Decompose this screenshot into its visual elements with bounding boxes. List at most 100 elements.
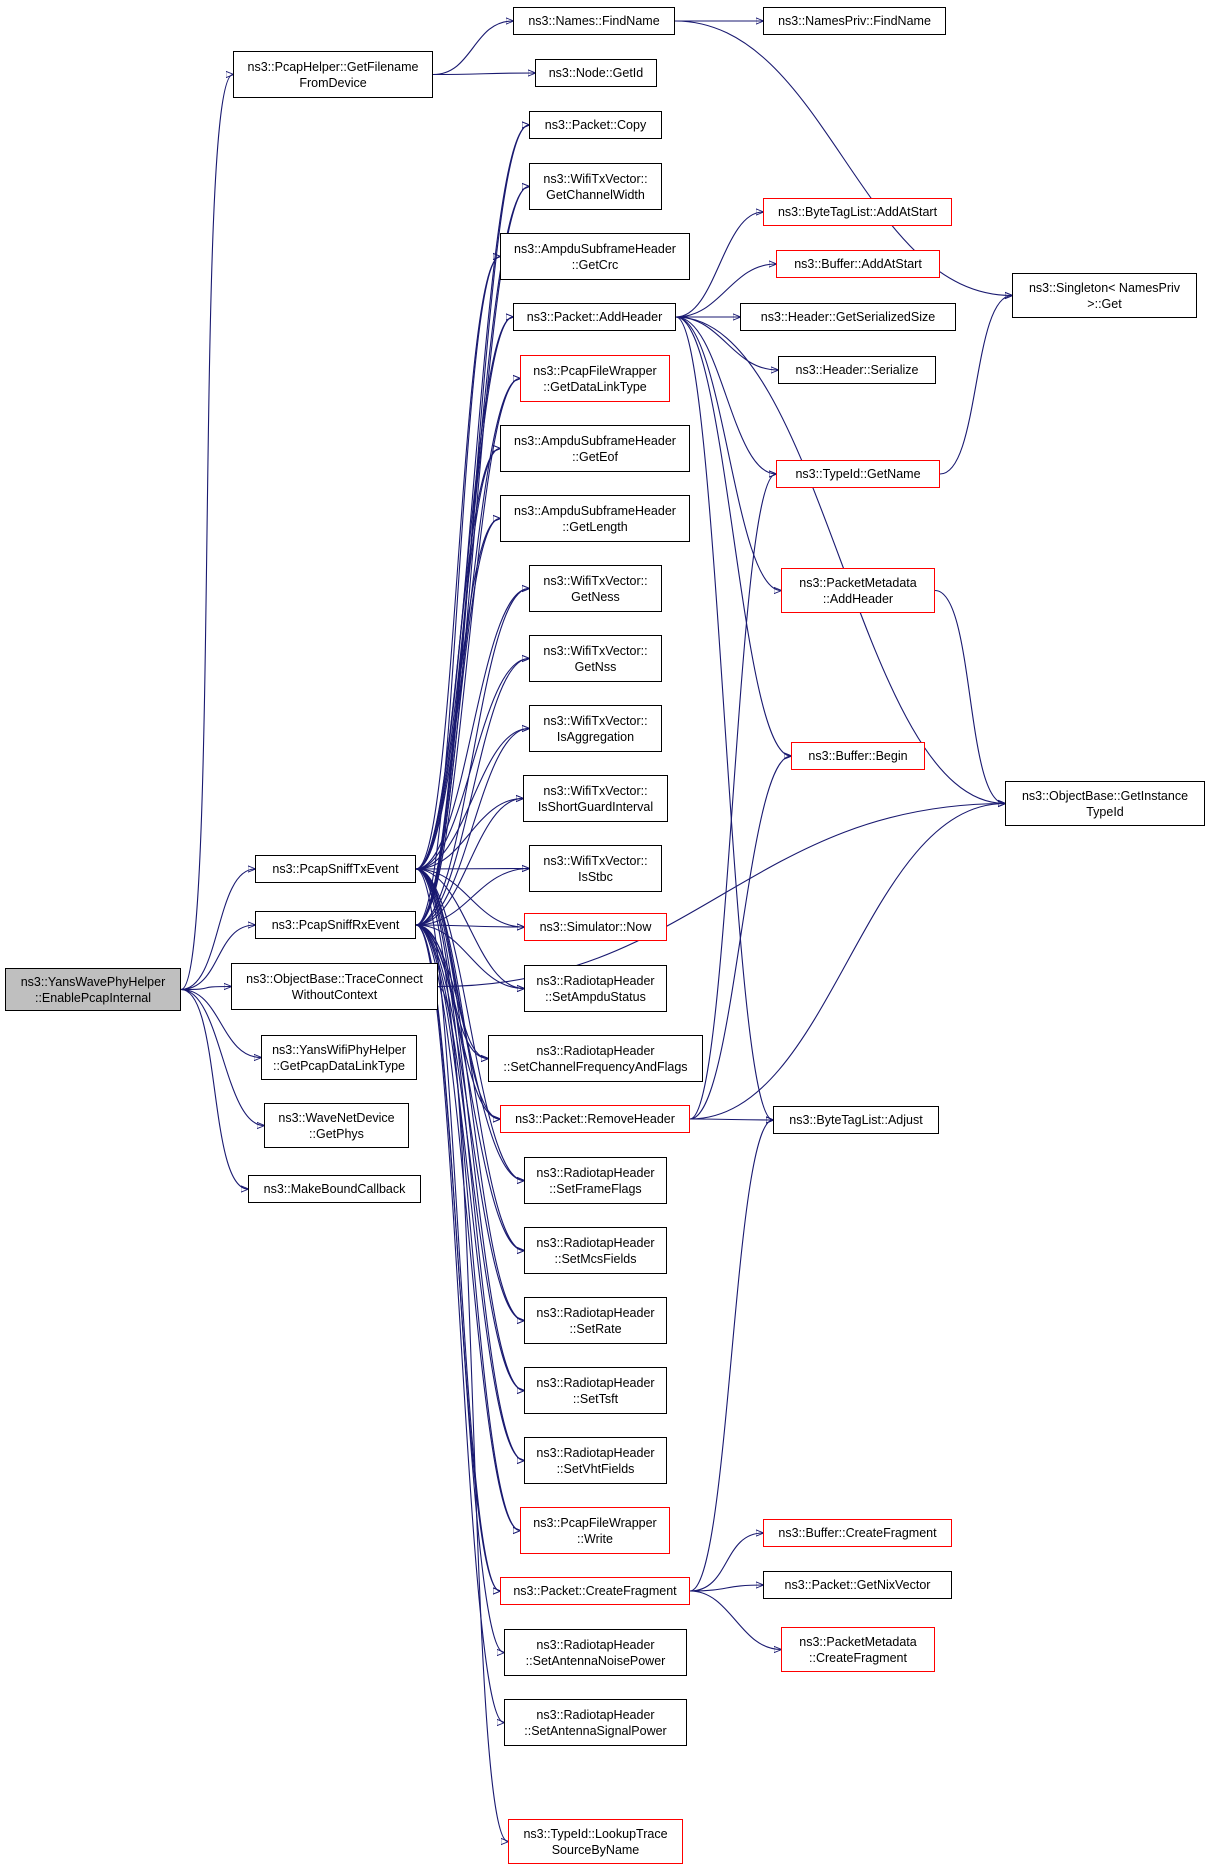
node-get-eof[interactable]: ns3::AmpduSubframeHeader::GetEof [500,425,690,472]
node-is-short-guard[interactable]: ns3::WifiTxVector::IsShortGuardInterval [523,775,668,822]
node-label: ns3::AmpduSubframeHeader [514,503,676,518]
node-add-header[interactable]: ns3::Packet::AddHeader [513,303,676,331]
node-metadata-add-header[interactable]: ns3::PacketMetadata::AddHeader [781,568,935,613]
node-get-length[interactable]: ns3::AmpduSubframeHeader::GetLength [500,495,690,542]
node-get-nss[interactable]: ns3::WifiTxVector::GetNss [529,635,662,682]
node-names-find-name[interactable]: ns3::Names::FindName [513,7,675,35]
node-set-antenna-signal[interactable]: ns3::RadiotapHeader::SetAntennaSignalPow… [504,1699,687,1746]
edge-remove-header-to-byte-tag-adjust [689,1119,773,1120]
node-buffer-create-fragment[interactable]: ns3::Buffer::CreateFragment [763,1519,952,1547]
node-label: ::SetVhtFields [556,1461,635,1476]
node-make-bound-callback[interactable]: ns3::MakeBoundCallback [248,1175,421,1203]
edge-root-to-trace-connect [180,987,231,990]
node-label: ns3::YansWavePhyHelper [20,974,166,989]
node-buffer-begin[interactable]: ns3::Buffer::Begin [791,742,925,770]
node-label: ns3::PcapFileWrapper [533,1515,657,1530]
edge-pcap-sniff-tx-to-is-short-guard [415,799,523,870]
node-label: ::GetCrc [571,257,619,272]
edge-pcap-sniff-rx-to-get-data-link-type [415,379,520,926]
node-label: ns3::PcapSniffRxEvent [271,918,400,932]
node-byte-tag-add-at-start[interactable]: ns3::ByteTagList::AddAtStart [763,198,952,226]
node-set-ampdu-status[interactable]: ns3::RadiotapHeader::SetAmpduStatus [524,965,667,1012]
node-label: ::SetAntennaNoisePower [525,1653,666,1668]
node-set-antenna-noise[interactable]: ns3::RadiotapHeader::SetAntennaNoisePowe… [504,1629,687,1676]
edge-pcap-sniff-rx-to-pcap-write [415,924,520,1531]
node-metadata-create-fragment[interactable]: ns3::PacketMetadata::CreateFragment [781,1627,935,1672]
node-singleton-get[interactable]: ns3::Singleton< NamesPriv>::Get [1012,273,1197,318]
node-pcap-write[interactable]: ns3::PcapFileWrapper::Write [520,1507,670,1554]
edge-pcap-sniff-rx-to-is-aggregation [415,729,529,926]
node-set-mcs-fields[interactable]: ns3::RadiotapHeader::SetMcsFields [524,1227,667,1274]
node-node-get-id[interactable]: ns3::Node::GetId [535,59,657,87]
edge-pcap-sniff-tx-to-set-ampdu-status [415,868,524,989]
edge-create-fragment-to-byte-tag-adjust [689,1120,773,1592]
node-get-data-link-type[interactable]: ns3::PcapFileWrapper::GetDataLinkType [520,355,670,402]
node-label: ns3::WifiTxVector:: [543,783,648,798]
edge-pcap-sniff-rx-to-get-nss [415,659,529,926]
edge-add-header-to-buffer-begin [675,316,791,756]
node-get-channel-width[interactable]: ns3::WifiTxVector::GetChannelWidth [529,163,662,210]
node-label: ::EnablePcapInternal [34,990,152,1005]
edge-create-fragment-to-get-nix-vector [689,1585,763,1592]
node-is-aggregation[interactable]: ns3::WifiTxVector::IsAggregation [529,705,662,752]
node-get-crc[interactable]: ns3::AmpduSubframeHeader::GetCrc [500,233,690,280]
node-label: IsStbc [578,869,613,884]
node-label: ::SetMcsFields [554,1251,637,1266]
node-create-fragment[interactable]: ns3::Packet::CreateFragment [500,1577,690,1605]
node-set-tsft[interactable]: ns3::RadiotapHeader::SetTsft [524,1367,667,1414]
node-label: ::GetDataLinkType [543,379,647,394]
node-label: ns3::RadiotapHeader [536,1305,655,1320]
edge-remove-header-to-get-instance-type-id [689,804,1005,1120]
node-set-channel-freq[interactable]: ns3::RadiotapHeader::SetChannelFrequency… [488,1035,703,1082]
edge-pcap-sniff-rx-to-set-vht-fields [415,924,524,1461]
node-label: ::SetFrameFlags [549,1181,642,1196]
node-label: ::SetRate [569,1321,622,1336]
node-label: ns3::ObjectBase::GetInstance [1021,788,1189,803]
node-label: ns3::WaveNetDevice [278,1110,395,1125]
node-simulator-now[interactable]: ns3::Simulator::Now [524,913,667,941]
node-label: ns3::Packet::CreateFragment [513,1584,677,1598]
node-label: ns3::RadiotapHeader [536,1637,655,1652]
node-label: ns3::Header::Serialize [795,363,919,377]
node-label: ::Write [577,1531,613,1546]
node-label: ns3::WifiTxVector:: [543,643,648,658]
edge-pcap-sniff-tx-to-get-eof [415,449,500,870]
node-remove-header[interactable]: ns3::Packet::RemoveHeader [500,1105,690,1133]
node-set-rate[interactable]: ns3::RadiotapHeader::SetRate [524,1297,667,1344]
node-type-id-get-name[interactable]: ns3::TypeId::GetName [776,460,940,488]
edge-remove-header-to-type-id-get-name [689,474,776,1120]
node-set-frame-flags[interactable]: ns3::RadiotapHeader::SetFrameFlags [524,1157,667,1204]
node-pcap-sniff-tx[interactable]: ns3::PcapSniffTxEvent [255,855,416,883]
edge-pcap-sniff-tx-to-set-vht-fields [415,868,524,1461]
node-label: GetNess [571,589,620,604]
node-root[interactable]: ns3::YansWavePhyHelper::EnablePcapIntern… [5,968,181,1011]
edge-pcap-sniff-tx-to-get-nss [415,659,529,870]
edge-root-to-get-phys [180,988,264,1126]
node-get-ness[interactable]: ns3::WifiTxVector::GetNess [529,565,662,612]
node-byte-tag-adjust[interactable]: ns3::ByteTagList::Adjust [773,1106,939,1134]
node-get-pcap-data-link-type[interactable]: ns3::YansWifiPhyHelper::GetPcapDataLinkT… [261,1035,417,1080]
node-label: ::SetChannelFrequencyAndFlags [503,1059,688,1074]
node-label: ns3::ObjectBase::TraceConnect [246,971,423,986]
node-packet-copy[interactable]: ns3::Packet::Copy [529,111,662,139]
node-label: ns3::AmpduSubframeHeader [514,241,676,256]
node-get-nix-vector[interactable]: ns3::Packet::GetNixVector [763,1571,952,1599]
node-names-priv-find-name[interactable]: ns3::NamesPriv::FindName [763,7,946,35]
edge-trace-connect-to-get-instance-type-id [437,804,1005,988]
node-header-serialize[interactable]: ns3::Header::Serialize [778,356,936,384]
node-pcap-sniff-rx[interactable]: ns3::PcapSniffRxEvent [255,911,416,939]
node-is-stbc[interactable]: ns3::WifiTxVector::IsStbc [529,845,662,892]
node-set-vht-fields[interactable]: ns3::RadiotapHeader::SetVhtFields [524,1437,667,1484]
node-label: IsShortGuardInterval [537,799,654,814]
node-buffer-add-at-start[interactable]: ns3::Buffer::AddAtStart [776,250,940,278]
edge-add-header-to-type-id-get-name [675,316,776,474]
edge-pcap-sniff-tx-to-add-header [415,317,513,870]
node-header-get-serialized-size[interactable]: ns3::Header::GetSerializedSize [740,303,956,331]
node-get-phys[interactable]: ns3::WaveNetDevice::GetPhys [264,1103,409,1148]
node-label: ns3::PcapSniffTxEvent [272,862,399,876]
